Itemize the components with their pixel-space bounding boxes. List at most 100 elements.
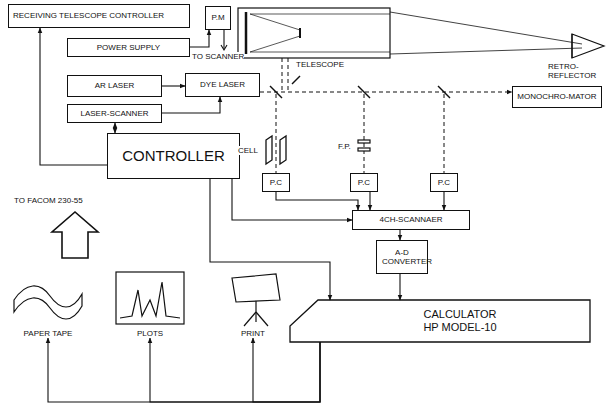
node-text: PLOTS xyxy=(135,329,165,338)
beam-splitters xyxy=(270,76,450,98)
optical-beams xyxy=(276,58,444,173)
return-beam xyxy=(288,58,289,90)
hollow-arrow xyxy=(52,212,98,258)
signal-connector xyxy=(114,123,115,133)
light-ray xyxy=(250,14,390,15)
label-text: TO FACOM 230-55 xyxy=(14,196,83,205)
node-text: PAPER TAPE xyxy=(22,329,75,338)
label-text: TELESCOPE xyxy=(296,60,344,69)
fp-plate xyxy=(358,148,370,151)
print-stand xyxy=(244,312,256,326)
plot-trace xyxy=(120,282,180,318)
node-text: HP MODEL-10 xyxy=(423,321,496,334)
light-ray xyxy=(250,36,300,52)
print-stand xyxy=(255,301,256,322)
primary-mirror xyxy=(245,12,248,54)
signal-connector xyxy=(232,179,352,220)
paper-tape-icon xyxy=(14,286,82,319)
cell-window xyxy=(280,136,286,164)
split-beam xyxy=(444,94,445,173)
cell-drawing xyxy=(266,136,286,164)
label-text: CELL xyxy=(238,146,258,155)
signal-connector xyxy=(443,192,444,210)
retro-reflector-face xyxy=(571,34,572,58)
signal-connector xyxy=(210,179,330,300)
beam-splitter xyxy=(292,76,300,84)
cell-window xyxy=(266,136,272,164)
laser-beam xyxy=(260,91,512,92)
process-box: P.C xyxy=(350,173,378,192)
node-text: MONOCHRO-MATOR xyxy=(517,92,596,101)
signal-connector xyxy=(190,30,209,47)
telescope-tube xyxy=(238,8,390,58)
process-box: A-D CONVERTER xyxy=(376,240,428,274)
node-text: DYE LASER xyxy=(200,80,245,89)
light-ray xyxy=(250,52,390,53)
signal-connector xyxy=(399,274,400,300)
output-icons xyxy=(14,272,280,326)
plot-frame xyxy=(116,272,184,324)
process-box: DYE LASER xyxy=(185,73,260,97)
node-text: CONTROLLER xyxy=(122,147,225,164)
node-text: P.C xyxy=(438,178,450,187)
annotation-label: TO SCANNER xyxy=(192,52,244,61)
process-box: CONTROLLER xyxy=(107,133,240,179)
annotation-label: CELL xyxy=(238,146,258,155)
signal-connector xyxy=(253,338,320,402)
node-text: LASER-SCANNER xyxy=(80,109,148,118)
process-box: 4CH-SCANNAER xyxy=(352,210,470,230)
annotation-label: F.P. xyxy=(338,142,351,151)
split-beam xyxy=(364,94,365,173)
annotation-label: TELESCOPE xyxy=(296,60,344,69)
telescope-drawing xyxy=(238,8,604,58)
annotation-label: RETRO-REFLECTOR xyxy=(548,62,610,80)
label-text: TO SCANNER xyxy=(192,52,244,61)
process-box: RECEIVING TELESCOPE CONTROLLER xyxy=(8,4,190,28)
return-beam xyxy=(282,58,283,90)
annotation-label: TO FACOM 230-55 xyxy=(14,196,83,205)
label-text: F.P. xyxy=(338,142,351,151)
node-text: POWER SUPPLY xyxy=(97,43,160,52)
node-text: P.C xyxy=(270,178,282,187)
process-box: P.M xyxy=(205,6,231,30)
label-text: RETRO-REFLECTOR xyxy=(548,62,596,80)
signal-connector xyxy=(162,97,220,113)
fp-plate xyxy=(358,140,370,143)
fabry-perot-drawing xyxy=(358,140,370,151)
retro-reflector-symbol xyxy=(572,34,604,58)
output-device: PRINT xyxy=(220,268,286,338)
signal-connector xyxy=(276,192,358,210)
process-box: P.C xyxy=(430,173,458,192)
light-ray xyxy=(390,12,582,44)
output-device: PAPER TAPE xyxy=(8,272,88,338)
split-beam xyxy=(276,94,277,173)
signal-connector xyxy=(162,85,185,86)
process-box: LASER-SCANNER xyxy=(67,104,162,123)
node-text: RECEIVING TELESCOPE CONTROLLER xyxy=(13,11,164,20)
process-box: POWER SUPPLY xyxy=(67,38,190,57)
node-text: CALCULATOR xyxy=(424,308,497,321)
node-text: A-D CONVERTER xyxy=(382,248,422,266)
signal-connector xyxy=(48,338,320,402)
light-ray xyxy=(390,48,582,54)
process-box: AR LASER xyxy=(67,75,162,97)
signal-connector xyxy=(150,338,320,402)
arrowhead xyxy=(221,45,227,50)
to-scanner-leader xyxy=(223,30,224,49)
node-text: AR LASER xyxy=(95,81,135,90)
calculator-outline xyxy=(290,300,590,342)
node-text: 4CH-SCANNAER xyxy=(379,215,442,224)
output-device: CALCULATORHP MODEL-10 xyxy=(290,300,590,342)
node-text: P.C xyxy=(358,178,370,187)
process-box: P.C xyxy=(262,173,290,192)
misc-leaders xyxy=(221,30,227,50)
output-device: PLOTS xyxy=(106,266,194,338)
print-sheet xyxy=(232,274,280,302)
node-text: P.M xyxy=(211,13,224,22)
light-ray xyxy=(250,14,300,30)
process-box: MONOCHRO-MATOR xyxy=(512,86,602,108)
signal-connector xyxy=(399,230,400,240)
signal-connector xyxy=(369,192,370,210)
node-text: PRINT xyxy=(239,329,267,338)
